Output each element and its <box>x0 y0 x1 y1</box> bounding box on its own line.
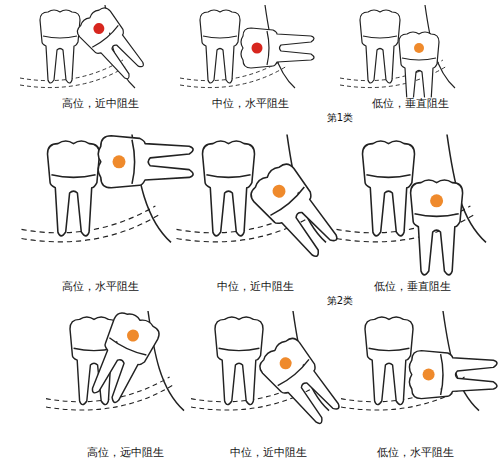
caption-label: 高位，水平阻生 <box>61 280 140 293</box>
caption-label: 低位，水平阻生 <box>376 446 455 459</box>
caption-label: 中位，近中阻生 <box>216 280 295 293</box>
caption-label: 高位，近中阻生 <box>61 97 140 110</box>
caption-label: 中位，水平阻生 <box>211 97 290 110</box>
panel <box>20 3 151 88</box>
panel <box>191 311 348 431</box>
class-label: 第1类 <box>326 112 354 124</box>
class-label: 第2类 <box>326 295 354 307</box>
panel <box>340 5 455 105</box>
panel <box>22 135 194 243</box>
panel <box>341 311 497 411</box>
caption-label: 高位，远中阻生 <box>86 446 165 459</box>
panel <box>46 308 184 411</box>
caption-label: 低位，垂直阻生 <box>373 280 452 293</box>
panel <box>337 135 487 275</box>
caption-label: 中位，近中阻生 <box>229 446 308 459</box>
panel <box>180 5 314 88</box>
panel <box>177 135 347 265</box>
caption-label: 低位，垂直阻生 <box>371 97 450 110</box>
